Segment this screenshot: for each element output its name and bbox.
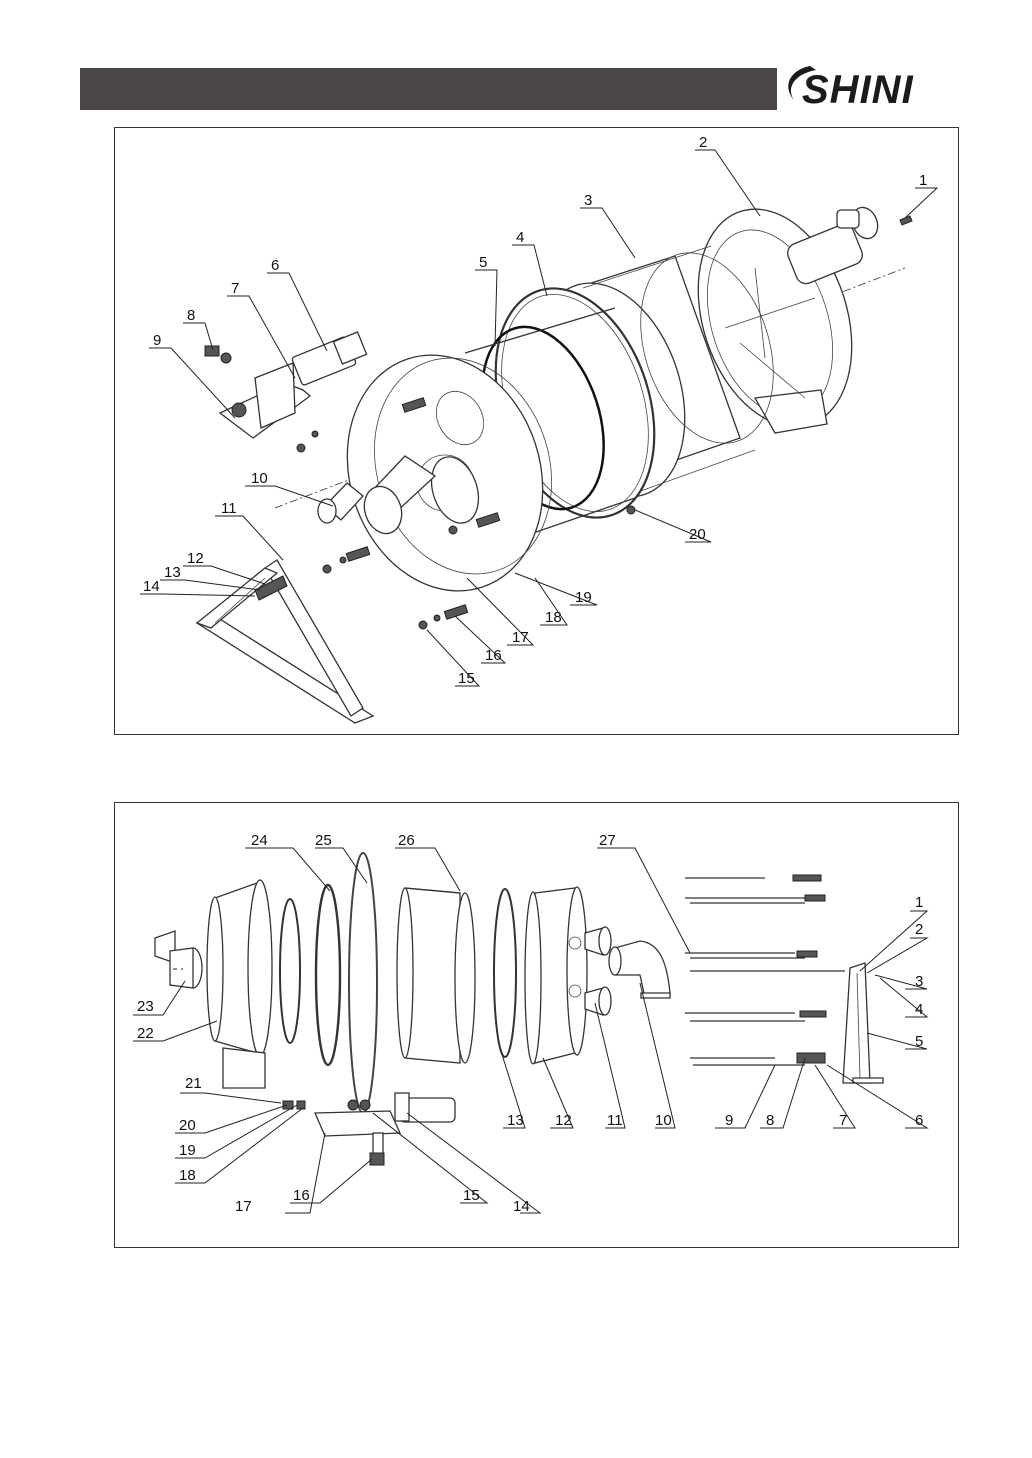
callout-bottom-7: 7 <box>839 1112 847 1129</box>
callout-top-2: 2 <box>699 134 707 151</box>
callout-bottom-26: 26 <box>398 832 415 849</box>
part-gear-ring-bottom <box>316 885 340 1065</box>
callout-bottom-13: 13 <box>507 1112 524 1129</box>
callout-top-12: 12 <box>187 550 204 567</box>
part-front-gasket <box>494 889 516 1057</box>
callout-top-5: 5 <box>479 254 487 271</box>
callout-top-19: 19 <box>575 589 592 606</box>
callout-top-20: 20 <box>689 526 706 543</box>
callout-bottom-12: 12 <box>555 1112 572 1129</box>
part-outlet-flanges <box>585 927 611 1015</box>
callout-top-15: 15 <box>458 670 475 687</box>
callout-top-13: 13 <box>164 564 181 581</box>
callout-top-3: 3 <box>584 192 592 209</box>
callout-top-14: 14 <box>143 578 160 595</box>
callout-bottom-11: 11 <box>607 1112 623 1129</box>
callout-top-7: 7 <box>231 280 239 297</box>
callout-top-1: 1 <box>919 172 927 189</box>
part-outlet-elbow <box>609 941 670 998</box>
callout-bottom-10: 10 <box>655 1112 672 1129</box>
callout-bottom-1: 1 <box>915 894 923 911</box>
callout-bottom-9: 9 <box>725 1112 733 1129</box>
callout-bottom-15: 15 <box>463 1187 480 1204</box>
drum-components-drawing: 1 2 3 4 5 6 7 8 9 10 11 12 13 14 15 16 1… <box>115 803 958 1247</box>
callout-bottom-5: 5 <box>915 1033 923 1050</box>
callout-bottom-3: 3 <box>915 973 923 990</box>
callout-bottom-2: 2 <box>915 921 923 938</box>
part-gear-motor-assembly-bottom <box>283 1093 455 1165</box>
callout-top-18: 18 <box>545 609 562 626</box>
callout-bottom-16: 16 <box>293 1187 310 1204</box>
part-seal-strip <box>349 853 377 1113</box>
callout-top-17: 17 <box>512 629 529 646</box>
callout-top-16: 16 <box>485 647 502 664</box>
logo-text: SHINI <box>802 68 914 113</box>
part-drum-cylinder-bottom <box>397 888 475 1063</box>
exploded-view-bottom: 1 2 3 4 5 6 7 8 9 10 11 12 13 14 15 16 1… <box>114 802 959 1248</box>
part-gear-motor-assembly <box>205 332 367 438</box>
callout-bottom-25: 25 <box>315 832 332 849</box>
part-front-end-plate-bottom <box>525 887 587 1064</box>
part-front-stand-bottom <box>843 963 883 1083</box>
callout-bottom-24: 24 <box>251 832 268 849</box>
callout-bottom-18: 18 <box>179 1167 196 1184</box>
part-rear-gasket <box>280 899 300 1043</box>
callout-top-9: 9 <box>153 332 161 349</box>
callout-top-10: 10 <box>251 470 268 487</box>
callout-bottom-23: 23 <box>137 998 154 1015</box>
exploded-view-top: 1 2 3 4 5 6 7 8 9 10 11 12 13 14 15 16 1… <box>114 127 959 735</box>
callout-bottom-27: 27 <box>599 832 616 849</box>
callout-top-11: 11 <box>221 500 237 517</box>
callout-bottom-8: 8 <box>766 1112 774 1129</box>
header-bar <box>80 68 777 110</box>
callout-bottom-17: 17 <box>235 1198 252 1215</box>
part-tie-rods <box>685 875 845 1065</box>
callout-bottom-19: 19 <box>179 1142 196 1159</box>
part-inlet-flange <box>155 931 202 988</box>
callout-bottom-22: 22 <box>137 1025 154 1042</box>
callout-bottom-20: 20 <box>179 1117 196 1134</box>
callout-bottom-6: 6 <box>915 1112 923 1129</box>
callout-top-8: 8 <box>187 307 195 324</box>
part-rear-housing <box>207 880 272 1088</box>
callout-top-6: 6 <box>271 257 279 274</box>
shini-logo: SHINI <box>780 56 950 116</box>
callout-top-4: 4 <box>516 229 524 246</box>
drum-assembly-drawing: 1 2 3 4 5 6 7 8 9 10 11 12 13 14 15 16 1… <box>115 128 958 734</box>
callout-bottom-14: 14 <box>513 1198 530 1215</box>
callout-bottom-21: 21 <box>185 1075 202 1092</box>
callout-bottom-4: 4 <box>915 1001 923 1018</box>
